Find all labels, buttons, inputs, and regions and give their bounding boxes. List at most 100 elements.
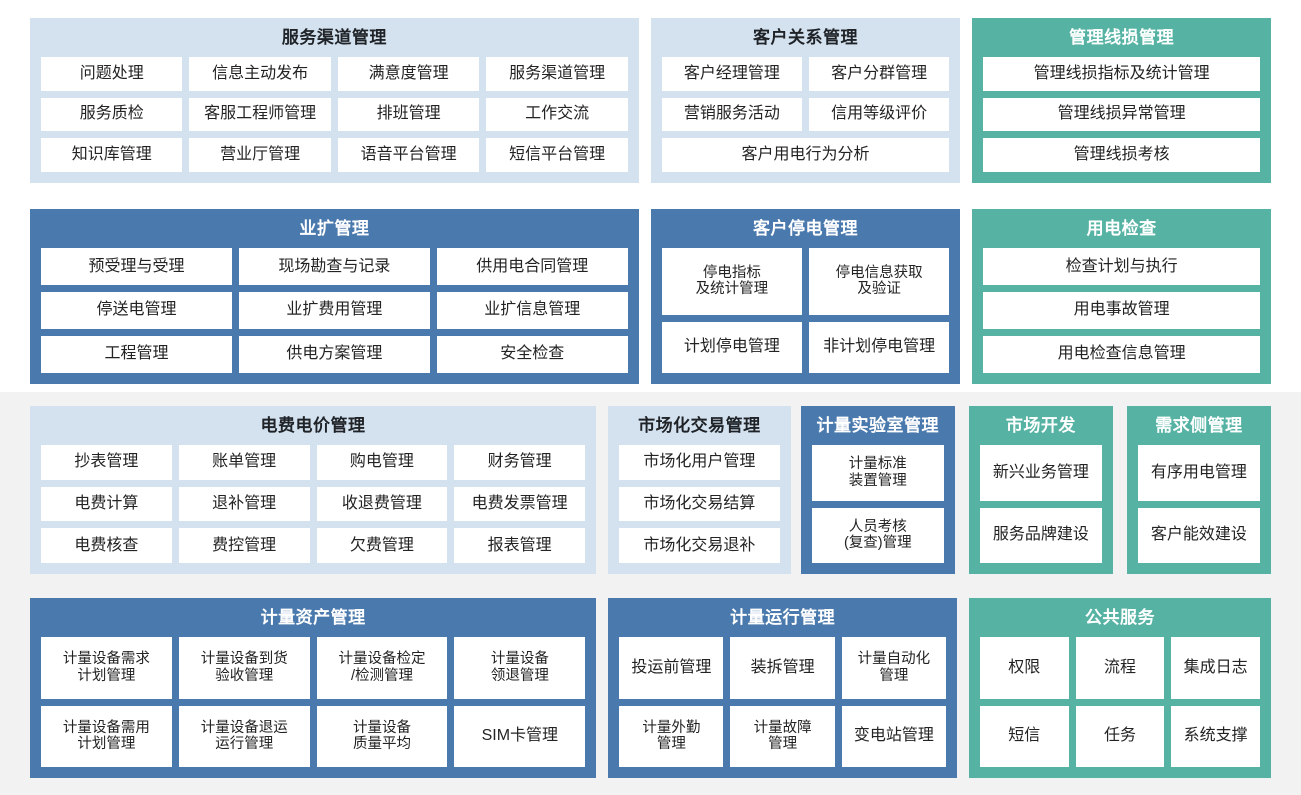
module-tile[interactable]: 供电方案管理 <box>238 336 430 374</box>
module-tile[interactable]: 信用等级评价 <box>809 97 950 132</box>
module-tile[interactable]: 营业厅管理 <box>189 138 331 172</box>
panel-demandside-rows: 有序用电管理客户能效建设 <box>1137 445 1260 563</box>
module-tile[interactable]: 满意度管理 <box>337 57 480 91</box>
module-tile[interactable]: 营销服务活动 <box>661 97 803 132</box>
module-tile[interactable]: 管理线损考核 <box>983 138 1260 172</box>
panel-service-rows: 问题处理信息主动发布满意度管理服务渠道管理服务质检客服工程师管理排班管理工作交流… <box>41 57 628 172</box>
module-tile[interactable]: 新兴业务管理 <box>979 445 1102 501</box>
module-tile[interactable]: 信息主动发布 <box>189 57 331 91</box>
module-tile[interactable]: 安全检查 <box>436 336 628 374</box>
module-tile[interactable]: 抄表管理 <box>41 445 172 480</box>
module-tile[interactable]: 客户分群管理 <box>809 57 950 91</box>
module-tile[interactable]: 费控管理 <box>178 528 310 563</box>
module-tile[interactable]: 市场化交易结算 <box>618 486 780 522</box>
module-tile[interactable]: 客户经理管理 <box>661 57 803 91</box>
module-tile[interactable]: 知识库管理 <box>41 138 183 172</box>
module-tile[interactable]: 工作交流 <box>486 97 628 132</box>
module-tile[interactable]: SIM卡管理 <box>454 705 586 767</box>
tile-row: 市场化交易退补 <box>618 528 780 563</box>
panel-crm-rows: 客户经理管理客户分群管理营销服务活动信用等级评价客户用电行为分析 <box>661 57 950 172</box>
module-tile[interactable]: 客服工程师管理 <box>189 97 331 132</box>
module-tile[interactable]: 供用电合同管理 <box>436 248 628 286</box>
panel-service-title: 服务渠道管理 <box>281 28 387 47</box>
module-tile[interactable]: 短信平台管理 <box>486 138 628 172</box>
module-tile[interactable]: 投运前管理 <box>619 637 724 699</box>
module-tile[interactable]: 短信 <box>979 705 1069 767</box>
module-tile[interactable]: 退补管理 <box>178 486 310 522</box>
module-tile[interactable]: 客户能效建设 <box>1137 507 1260 563</box>
module-tile[interactable]: 服务渠道管理 <box>486 57 628 91</box>
module-tile[interactable]: 计量设备需用 计划管理 <box>41 705 172 767</box>
module-tile[interactable]: 服务质检 <box>41 97 183 132</box>
panel-tariff-rows: 抄表管理账单管理购电管理财务管理电费计算退补管理收退费管理电费发票管理电费核查费… <box>41 445 585 563</box>
module-tile[interactable]: 计量设备 质量平均 <box>316 705 448 767</box>
module-tile[interactable]: 电费核查 <box>41 528 172 563</box>
module-tile[interactable]: 计量标准 装置管理 <box>811 445 944 501</box>
module-tile[interactable]: 收退费管理 <box>316 486 448 522</box>
module-tile[interactable]: 计量设备到货 验收管理 <box>178 637 310 699</box>
module-tile[interactable]: 人员考核 (复查)管理 <box>811 507 944 563</box>
module-tile[interactable]: 管理线损异常管理 <box>983 97 1260 132</box>
module-tile[interactable]: 计量故障 管理 <box>730 705 835 767</box>
tile-row: 有序用电管理 <box>1137 445 1260 501</box>
module-tile[interactable]: 计划停电管理 <box>661 321 803 374</box>
module-tile[interactable]: 非计划停电管理 <box>809 321 950 374</box>
panel-marketdev-rows: 新兴业务管理服务品牌建设 <box>979 445 1102 563</box>
tile-row: 市场化用户管理 <box>618 445 780 480</box>
panel-pubsvc-rows: 权限流程集成日志短信任务系统支撑 <box>979 637 1261 767</box>
module-tile[interactable]: 管理线损指标及统计管理 <box>983 57 1260 91</box>
module-tile[interactable]: 市场化交易退补 <box>618 528 780 563</box>
module-tile[interactable]: 变电站管理 <box>841 705 946 767</box>
module-tile[interactable]: 语音平台管理 <box>337 138 480 172</box>
module-tile[interactable]: 服务品牌建设 <box>979 507 1102 563</box>
tile-row: 知识库管理营业厅管理语音平台管理短信平台管理 <box>41 138 628 172</box>
tile-row: 投运前管理装拆管理计量自动化 管理 <box>619 637 946 699</box>
module-tile[interactable]: 购电管理 <box>316 445 448 480</box>
module-tile[interactable]: 流程 <box>1075 637 1165 699</box>
module-tile[interactable]: 系统支撑 <box>1171 705 1261 767</box>
module-tile[interactable]: 检查计划与执行 <box>983 248 1260 286</box>
panel-tariff: 电费电价管理抄表管理账单管理购电管理财务管理电费计算退补管理收退费管理电费发票管… <box>30 406 596 574</box>
panel-metlab-rows: 计量标准 装置管理人员考核 (复查)管理 <box>811 445 944 563</box>
panel-metasset-title: 计量资产管理 <box>260 608 366 627</box>
module-tile[interactable]: 电费发票管理 <box>454 486 585 522</box>
module-tile[interactable]: 任务 <box>1075 705 1165 767</box>
module-tile[interactable]: 账单管理 <box>178 445 310 480</box>
module-tile[interactable]: 停电指标 及统计管理 <box>661 248 803 315</box>
module-tile[interactable]: 问题处理 <box>41 57 183 91</box>
module-tile[interactable]: 报表管理 <box>454 528 585 563</box>
module-tile[interactable]: 业扩信息管理 <box>436 292 628 330</box>
module-tile[interactable]: 现场勘查与记录 <box>238 248 430 286</box>
module-tile[interactable]: 计量设备 领退管理 <box>454 637 586 699</box>
module-tile[interactable]: 计量设备检定 /检测管理 <box>316 637 448 699</box>
module-tile[interactable]: 计量设备退运 运行管理 <box>178 705 310 767</box>
module-tile[interactable]: 市场化用户管理 <box>618 445 780 480</box>
panel-expansion: 业扩管理预受理与受理现场勘查与记录供用电合同管理停送电管理业扩费用管理业扩信息管… <box>30 209 639 384</box>
module-tile[interactable]: 集成日志 <box>1171 637 1261 699</box>
module-tile[interactable]: 装拆管理 <box>730 637 835 699</box>
module-tile[interactable]: 用电事故管理 <box>983 292 1260 330</box>
module-tile[interactable]: 停电信息获取 及验证 <box>809 248 950 315</box>
module-tile[interactable]: 欠费管理 <box>316 528 448 563</box>
band-row-2: 业扩管理预受理与受理现场勘查与记录供用电合同管理停送电管理业扩费用管理业扩信息管… <box>0 209 1301 384</box>
module-tile[interactable]: 业扩费用管理 <box>238 292 430 330</box>
tile-row: 新兴业务管理 <box>979 445 1102 501</box>
module-tile[interactable]: 财务管理 <box>454 445 585 480</box>
module-tile[interactable]: 计量自动化 管理 <box>841 637 946 699</box>
module-tile[interactable]: 工程管理 <box>41 336 232 374</box>
tile-row: 市场化交易结算 <box>618 486 780 522</box>
tile-row: 短信任务系统支撑 <box>979 705 1261 767</box>
module-tile[interactable]: 电费计算 <box>41 486 172 522</box>
module-tile[interactable]: 排班管理 <box>337 97 480 132</box>
module-tile[interactable]: 计量外勤 管理 <box>619 705 724 767</box>
module-tile[interactable]: 有序用电管理 <box>1137 445 1260 501</box>
panel-metasset: 计量资产管理计量设备需求 计划管理计量设备到货 验收管理计量设备检定 /检测管理… <box>30 598 597 778</box>
module-tile[interactable]: 计量设备需求 计划管理 <box>41 637 172 699</box>
module-tile[interactable]: 预受理与受理 <box>41 248 232 286</box>
module-tile[interactable]: 用电检查信息管理 <box>983 336 1260 374</box>
module-tile[interactable]: 权限 <box>979 637 1069 699</box>
tile-row: 客户能效建设 <box>1137 507 1260 563</box>
module-tile[interactable]: 停送电管理 <box>41 292 232 330</box>
module-tile[interactable]: 客户用电行为分析 <box>661 138 950 172</box>
